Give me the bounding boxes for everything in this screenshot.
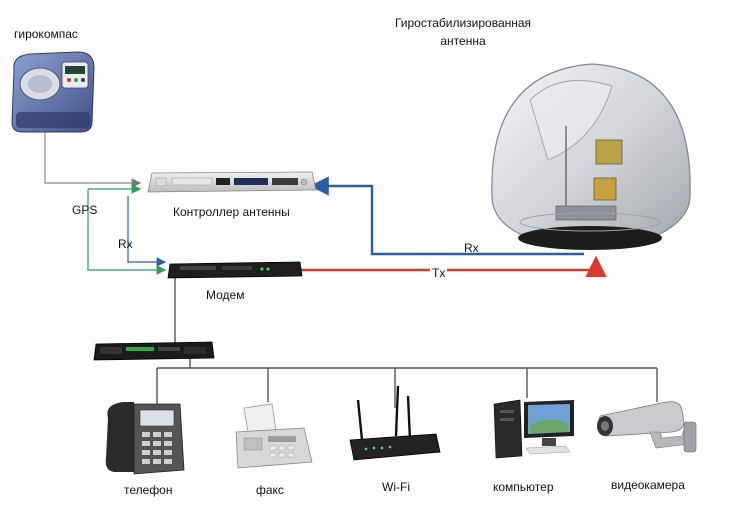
rx-right-label: Rx <box>464 241 479 255</box>
modem-label: Модем <box>206 288 245 302</box>
antenna-label-line1: Гиростабилизированная <box>394 16 532 30</box>
antenna-dome-icon <box>491 63 691 250</box>
camera-label: видеокамера <box>611 478 685 492</box>
controller-rack-icon <box>147 171 317 193</box>
gps-link <box>87 189 167 275</box>
computer-icon <box>493 399 574 459</box>
gps-label: GPS <box>72 203 98 217</box>
gyrocompass-icon <box>11 51 95 133</box>
fax-icon <box>235 403 313 469</box>
tx-label: Tx <box>430 266 448 280</box>
rx-controller-modem-link <box>127 196 167 267</box>
computer-label: компьютер <box>493 480 554 494</box>
gyrocompass-label: гирокомпас <box>14 27 78 41</box>
camera-icon <box>597 401 697 453</box>
fax-label: факс <box>256 483 284 497</box>
antenna-label-line2: антенна <box>440 34 486 48</box>
router-icon <box>349 385 441 461</box>
controller-label: Контроллер антенны <box>173 205 290 219</box>
rx-antenna-link <box>309 176 584 256</box>
connections <box>44 132 658 408</box>
switch-icon <box>93 341 215 361</box>
gyro-controller-link <box>44 132 142 188</box>
phone-label: телефон <box>124 483 173 497</box>
tx-link <box>300 255 607 278</box>
rx-left-label: Rx <box>118 237 133 251</box>
wifi-label: Wi-Fi <box>382 480 410 494</box>
modem-icon <box>167 261 303 279</box>
phone-icon <box>105 402 185 475</box>
